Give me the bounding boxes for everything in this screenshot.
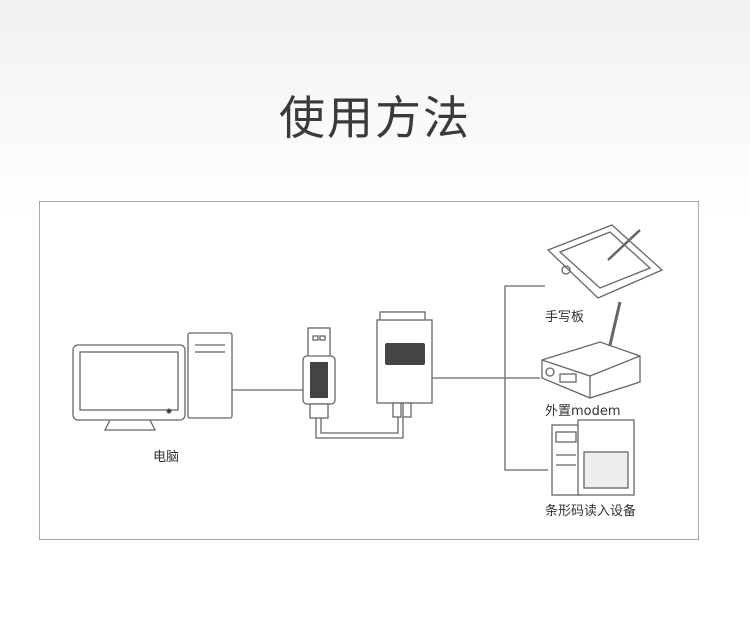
- modem-label: 外置modem: [545, 404, 621, 419]
- computer-label: 电脑: [153, 450, 180, 465]
- serial-adapter-icon: [376, 311, 433, 418]
- tablet-label: 手写板: [545, 310, 585, 325]
- barcode-reader-icon: [551, 419, 635, 496]
- barcode-reader-label: 条形码读入设备: [545, 504, 637, 519]
- tablet-icon: [546, 224, 664, 299]
- computer-icon: [72, 332, 233, 431]
- modem-icon: [541, 301, 641, 399]
- usb-plug-icon: [302, 327, 336, 419]
- page-title: 使用方法: [279, 91, 471, 145]
